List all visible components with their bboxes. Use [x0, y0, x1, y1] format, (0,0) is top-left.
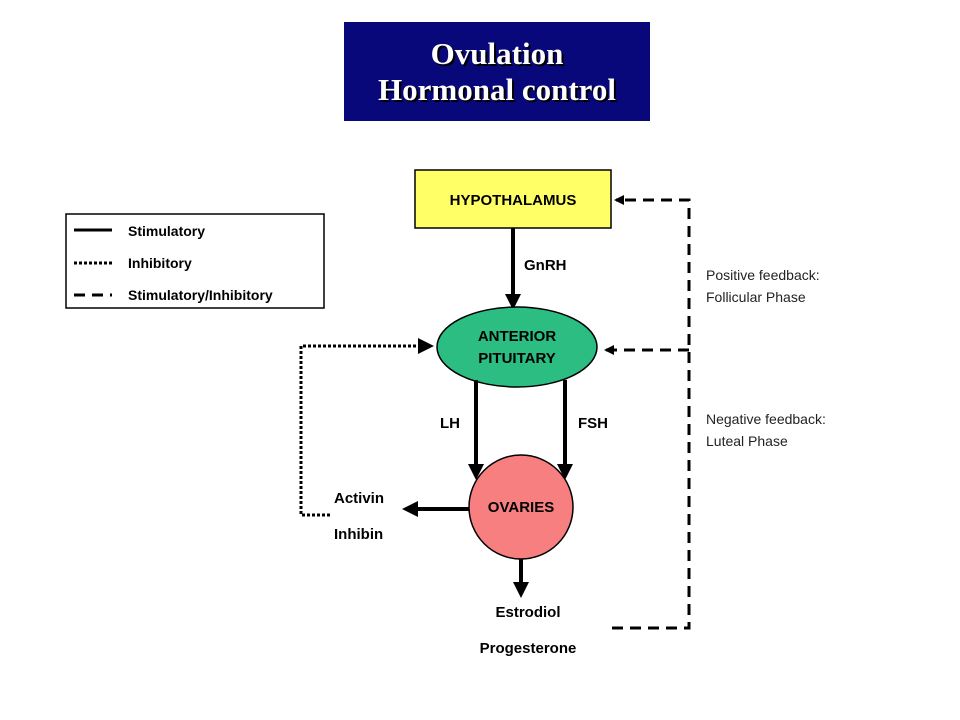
legend-label-inhibitory: Inhibitory	[128, 255, 192, 271]
legend-label-stimulatory: Stimulatory	[128, 223, 205, 239]
lh-label: LH	[440, 415, 460, 432]
inhibitory-feedback-path	[299, 338, 434, 517]
negative-feedback-label: Negative feedback:	[706, 411, 826, 427]
title-line-2: Hormonal control	[378, 71, 616, 107]
luteal-phase-label: Luteal Phase	[706, 433, 788, 449]
follicular-phase-label: Follicular Phase	[706, 289, 806, 305]
legend-label-stimulatory-inhibitory: Stimulatory/Inhibitory	[128, 287, 273, 303]
legend: Stimulatory Inhibitory Stimulatory/Inhib…	[65, 213, 325, 309]
estradiol-label: Estrodiol	[495, 604, 560, 621]
progesterone-label: Progesterone	[480, 640, 577, 657]
ovaries-label: OVARIES	[488, 499, 554, 516]
title-box: Ovulation Hormonal control	[344, 22, 650, 121]
title-line-1: Ovulation	[430, 35, 564, 71]
fsh-label: FSH	[578, 415, 608, 432]
positive-feedback-label: Positive feedback:	[706, 267, 820, 283]
inhibin-label: Inhibin	[334, 526, 383, 543]
activin-label: Activin	[334, 490, 384, 507]
hypothalamus-label: HYPOTHALAMUS	[450, 192, 577, 209]
pituitary-label-line2: PITUITARY	[478, 350, 556, 367]
anterior-pituitary-ellipse	[436, 306, 598, 388]
stimulatory-inhibitory-feedback-path	[612, 195, 691, 630]
hypothalamus-box	[414, 169, 612, 229]
pituitary-label-line1: ANTERIOR	[478, 328, 557, 345]
gnrh-label: GnRH	[524, 257, 567, 274]
